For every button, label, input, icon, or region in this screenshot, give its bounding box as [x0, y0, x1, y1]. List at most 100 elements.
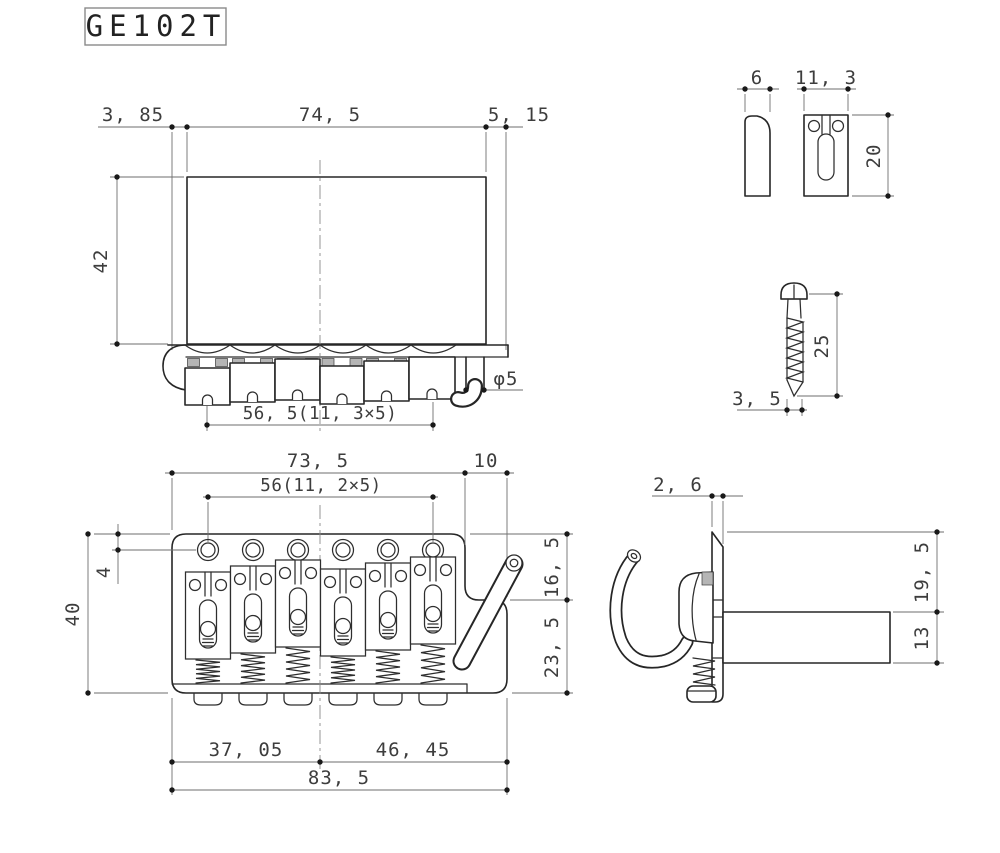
dim-dot	[169, 787, 175, 793]
dim-front-left-offset: 3, 85	[102, 104, 164, 126]
saddle-slot	[817, 133, 835, 181]
dim-dot	[834, 291, 840, 297]
part-number: GE102T	[86, 9, 227, 43]
dim-dot	[504, 470, 510, 476]
dim-saddle-height: 20	[863, 144, 885, 169]
dim-dot	[114, 341, 120, 347]
saddle-spring	[330, 656, 356, 684]
saddle-screw-hole	[807, 119, 821, 133]
dim-top-total-span: 83, 5	[308, 767, 370, 789]
saddle-spring	[195, 659, 221, 684]
dim-dot	[481, 387, 487, 393]
string-tab	[418, 693, 448, 706]
dim-side-plate-height: 19, 5	[911, 541, 933, 603]
saddle	[364, 562, 412, 651]
saddle-detail-view: 6 11, 3 20	[737, 67, 894, 197]
dim-saddle-width: 11, 3	[795, 67, 857, 89]
saddle-spring	[285, 647, 311, 684]
string-notch	[291, 389, 304, 400]
dim-top-front-span: 37, 05	[209, 739, 284, 761]
mounting-hole	[200, 542, 216, 558]
string-tab	[373, 693, 403, 706]
sustain-block	[722, 611, 891, 664]
dim-dot	[85, 531, 91, 537]
dim-top-hole-inset: 4	[93, 566, 115, 578]
dim-dot	[463, 387, 469, 393]
dim-side-plate-thickness: 2, 6	[653, 474, 703, 496]
dim-dot	[169, 124, 175, 130]
dim-dot	[564, 597, 570, 603]
dim-top-string-pitch: 56(11, 2×5)	[260, 476, 381, 496]
dim-top-upper-depth: 16, 5	[541, 536, 563, 598]
mounting-holes	[196, 538, 445, 562]
dim-dot	[317, 759, 323, 765]
mounting-hole	[335, 542, 351, 558]
base-plate-left-end	[162, 344, 187, 391]
mounting-screw-view: 25 3, 5	[732, 282, 843, 416]
saddle-spring	[187, 358, 200, 367]
tremolo-arm	[452, 554, 524, 671]
string-tabs	[193, 693, 448, 706]
dim-dot	[115, 547, 121, 553]
dim-top-mount-span: 73, 5	[287, 450, 349, 472]
string-notch	[380, 390, 393, 401]
dim-dot	[114, 174, 120, 180]
dim-dot	[504, 787, 510, 793]
saddle-spring	[420, 644, 446, 684]
top-view: 73, 5 10 56(11, 2×5) 4 40 16, 5 23, 5 37…	[62, 450, 573, 795]
dim-dot	[462, 470, 468, 476]
string-tab	[328, 693, 358, 706]
dim-dot	[430, 494, 436, 500]
dim-front-arm-hole-dia: φ5	[494, 368, 519, 390]
string-tab	[193, 693, 223, 706]
dim-dot	[934, 660, 940, 666]
saddle	[229, 565, 277, 654]
dim-dot	[934, 529, 940, 535]
dim-dot	[430, 422, 436, 428]
dim-dot	[205, 494, 211, 500]
dim-screw-dia: 3, 5	[732, 388, 782, 410]
string-notch	[246, 391, 259, 402]
mounting-hole	[380, 542, 396, 558]
title-block: GE102T	[84, 7, 227, 46]
saddle-spring	[375, 650, 401, 684]
front-view: 3, 85 74, 5 5, 15 42 56, 5(11, 3×5) φ5	[90, 104, 550, 432]
dim-dot	[115, 531, 121, 537]
dim-dot	[169, 759, 175, 765]
string-notch-row	[201, 388, 438, 405]
intonation-spring	[692, 657, 716, 686]
title-box	[84, 7, 227, 46]
dim-screw-length: 25	[811, 334, 833, 359]
string-notch	[201, 394, 214, 405]
dim-dot	[801, 86, 807, 92]
bridge-plate-front	[186, 176, 487, 345]
dim-dot	[483, 124, 489, 130]
dim-saddle-thickness: 6	[751, 67, 763, 89]
saddle-spring	[215, 358, 228, 367]
saddle-assembly	[184, 556, 457, 684]
dim-front-saddle-pitch: 56, 5(11, 3×5)	[243, 404, 398, 424]
dim-side-block-height: 13	[911, 626, 933, 651]
side-view: 2, 6 19, 5 13	[609, 474, 944, 703]
saddle	[319, 568, 367, 657]
dim-front-height: 42	[90, 249, 112, 274]
saddle	[184, 571, 232, 660]
dim-front-width: 74, 5	[299, 104, 361, 126]
mounting-hole	[290, 542, 306, 558]
dim-dot	[504, 759, 510, 765]
dim-dot	[885, 112, 891, 118]
intonation-screw	[686, 685, 717, 703]
saddle-seat-scallops	[184, 344, 457, 354]
saddle-screw-hole	[831, 119, 845, 133]
dim-top-depth: 40	[62, 602, 84, 627]
dim-dot	[885, 193, 891, 199]
saddle-side-profile	[744, 115, 771, 197]
tremolo-arm-side	[609, 549, 694, 669]
dim-dot	[784, 407, 790, 413]
dimension-dots	[85, 86, 940, 793]
dim-front-right-offset: 5, 15	[488, 104, 550, 126]
dim-dot	[503, 124, 509, 130]
dim-dot	[85, 690, 91, 696]
dim-dot	[742, 86, 748, 92]
